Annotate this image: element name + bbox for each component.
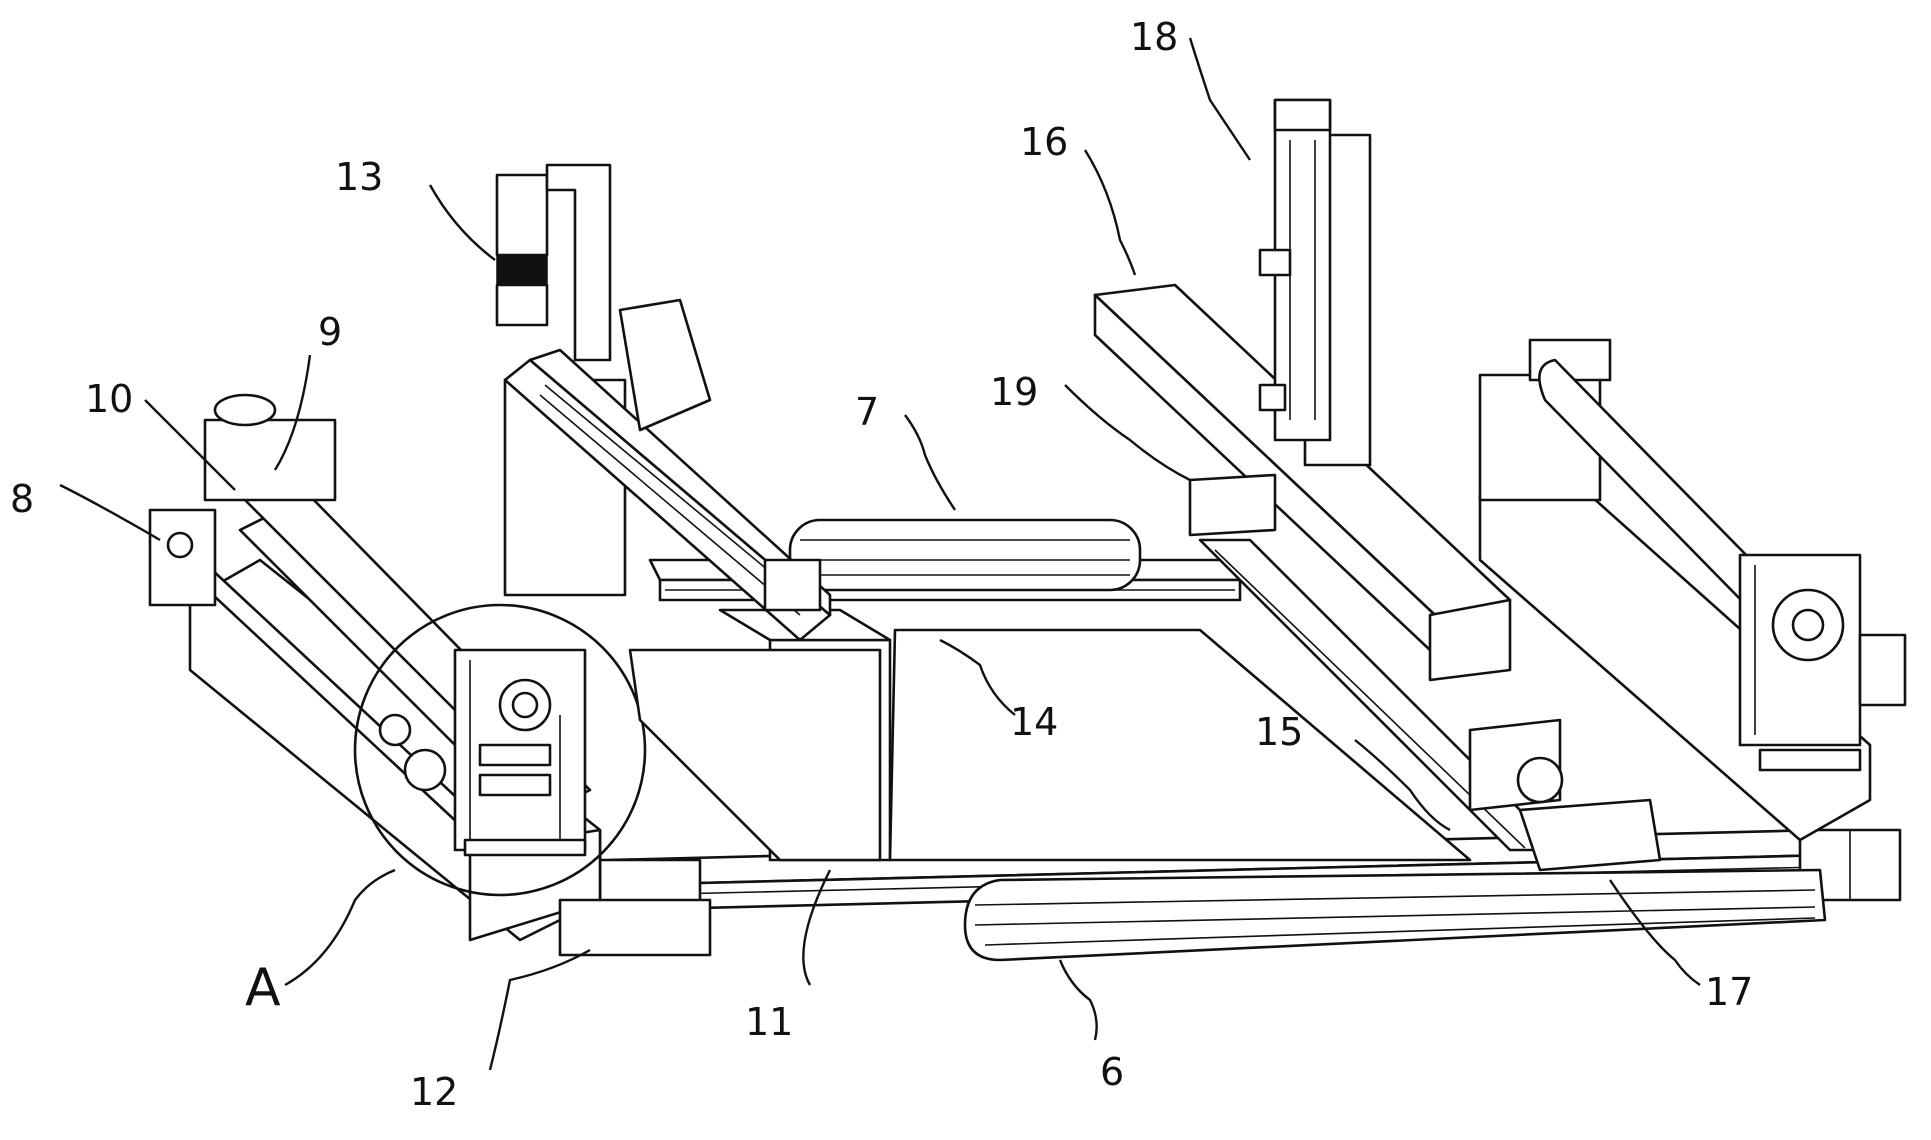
reference-labels: 6 7 8 9 10 11 12 13 14 15 16 17 18 19 A <box>10 15 1753 1114</box>
label-A: A <box>245 958 281 1018</box>
label-12: 12 <box>410 1070 458 1114</box>
detail-circle-A <box>353 603 647 897</box>
right-gantry <box>888 98 1662 872</box>
left-gantry <box>495 163 892 957</box>
label-7: 7 <box>855 390 879 434</box>
label-9: 9 <box>318 310 342 354</box>
label-13: 13 <box>335 155 383 199</box>
label-14: 14 <box>1010 700 1058 744</box>
leader-lines <box>59 37 1701 1071</box>
left-roll-assembly <box>148 393 647 942</box>
label-6: 6 <box>1100 1050 1124 1094</box>
label-18: 18 <box>1130 15 1178 59</box>
label-15: 15 <box>1255 710 1303 754</box>
label-19: 19 <box>990 370 1038 414</box>
label-8: 8 <box>10 477 34 521</box>
conveyor-7 <box>788 518 1142 592</box>
right-roll-assembly <box>1478 338 1907 842</box>
conveyor-6 <box>963 868 1827 962</box>
label-16: 16 <box>1020 120 1068 164</box>
label-11: 11 <box>745 1000 793 1044</box>
label-10: 10 <box>85 377 133 421</box>
label-17: 17 <box>1705 970 1753 1014</box>
